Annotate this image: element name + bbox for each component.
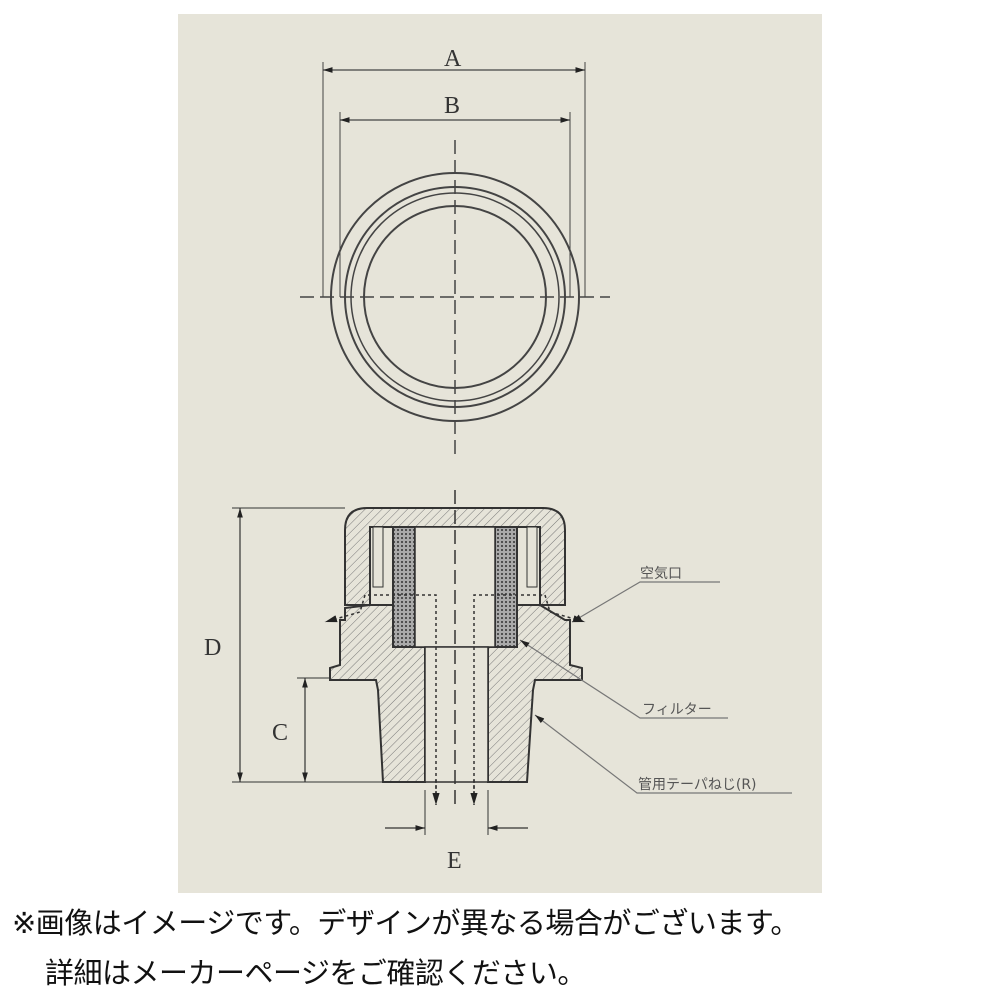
filter-right [494,526,518,648]
caption-disclaimer: ※画像はイメージです。デザインが異なる場合がございます。 [12,906,799,940]
top-view [300,62,610,455]
dim-e-label: E [447,848,462,874]
filter-left [392,526,416,648]
dim-a-label: A [444,46,462,72]
cap [344,507,566,606]
caption-details: 詳細はメーカーページをご確認ください。 [45,956,586,990]
leader-filter [519,639,728,719]
dim-d-label: D [204,635,221,661]
leader-air-port [571,581,720,623]
dim-c-label: C [272,720,288,746]
leader-thread [534,714,792,794]
section-view [232,490,792,835]
callout-filter: フィルター [642,702,712,718]
callout-taper-thread: 管用テーパねじ(R) [638,777,757,793]
dim-b-label: B [444,93,460,119]
callout-air-port: 空気口 [640,566,682,582]
